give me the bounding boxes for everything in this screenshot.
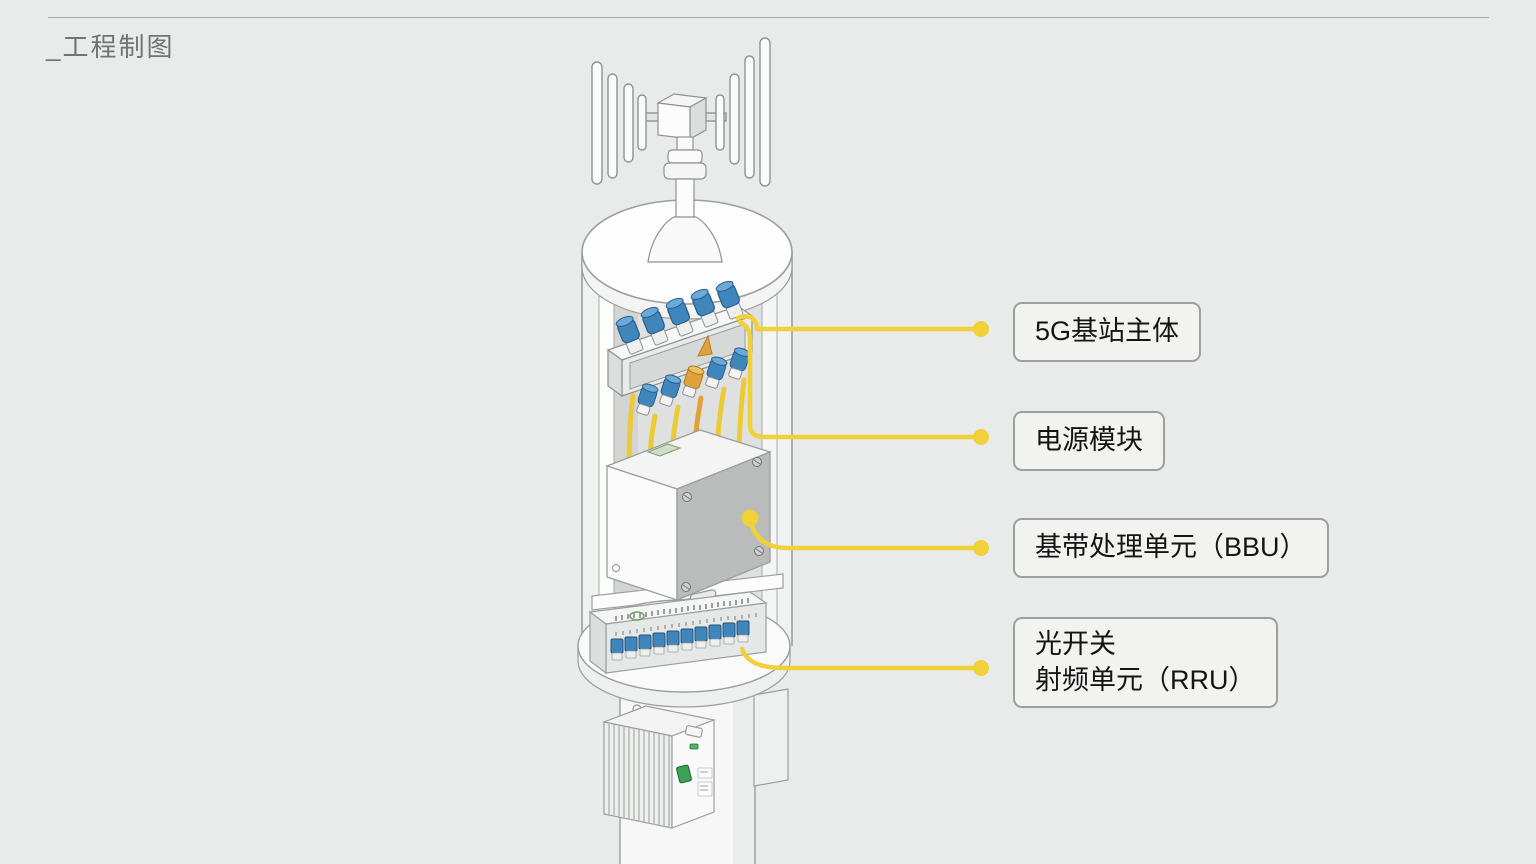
rf-connector (705, 356, 728, 389)
orange-fiber-boot (697, 334, 713, 357)
rf-connector (665, 297, 694, 337)
callout-text-line2: 射频单元（RRU） (1035, 665, 1256, 696)
bbu-box (605, 429, 772, 602)
green-logo (629, 611, 645, 621)
power-supply-box (601, 705, 717, 829)
callout-text: 电源模块 (1035, 425, 1143, 455)
antenna-rod (623, 83, 634, 163)
spec-labels (697, 767, 713, 797)
rf-connector-orange (682, 365, 705, 398)
green-connector (676, 764, 692, 784)
callout-rru: 光开关 射频单元（RRU） (1013, 617, 1278, 708)
rf-connector (715, 280, 744, 320)
callout-base-station-body: 5G基站主体 (1013, 302, 1202, 362)
antenna-rod (759, 37, 771, 187)
antenna-rod (744, 55, 755, 179)
rf-connector (640, 306, 669, 346)
rf-connector (615, 315, 644, 355)
green-indicator (689, 743, 699, 750)
leader-power-module (737, 319, 984, 440)
rru-optical-switch-unit (588, 591, 768, 675)
leader-rru (739, 646, 984, 671)
leader-base-station (735, 314, 984, 332)
antenna-rod (591, 61, 603, 185)
top-divider-line (48, 17, 1489, 18)
pole-bracket (753, 688, 789, 787)
antenna-array (591, 37, 771, 187)
bbu-label-sticker (646, 443, 682, 457)
callout-bbu: 基带处理单元（BBU） (1013, 518, 1329, 578)
bbu-anchor-dot (741, 509, 759, 527)
callout-text: 基带处理单元（BBU） (1035, 532, 1307, 562)
rf-connector (636, 383, 659, 416)
antenna-rod (637, 94, 647, 151)
callout-text: 5G基站主体 (1035, 316, 1180, 346)
antenna-rod (729, 73, 740, 165)
antenna-rod (715, 94, 725, 151)
antenna-rod (607, 73, 618, 179)
rf-connector (690, 288, 719, 328)
callout-text-line1: 光开关 (1035, 629, 1116, 659)
pole-clamp (684, 725, 703, 738)
label-text-ticks (615, 613, 757, 636)
connector-panel (606, 280, 754, 416)
leader-dots (741, 321, 989, 676)
heatsink-fins (608, 724, 670, 828)
rf-connector (659, 374, 682, 407)
callout-power-module: 电源模块 (1013, 411, 1165, 471)
fiber-ports (610, 620, 750, 661)
page-title: _工程制图 (46, 32, 175, 62)
screw (681, 457, 764, 592)
label-text-ticks (615, 598, 749, 621)
antenna-mast (647, 93, 723, 263)
